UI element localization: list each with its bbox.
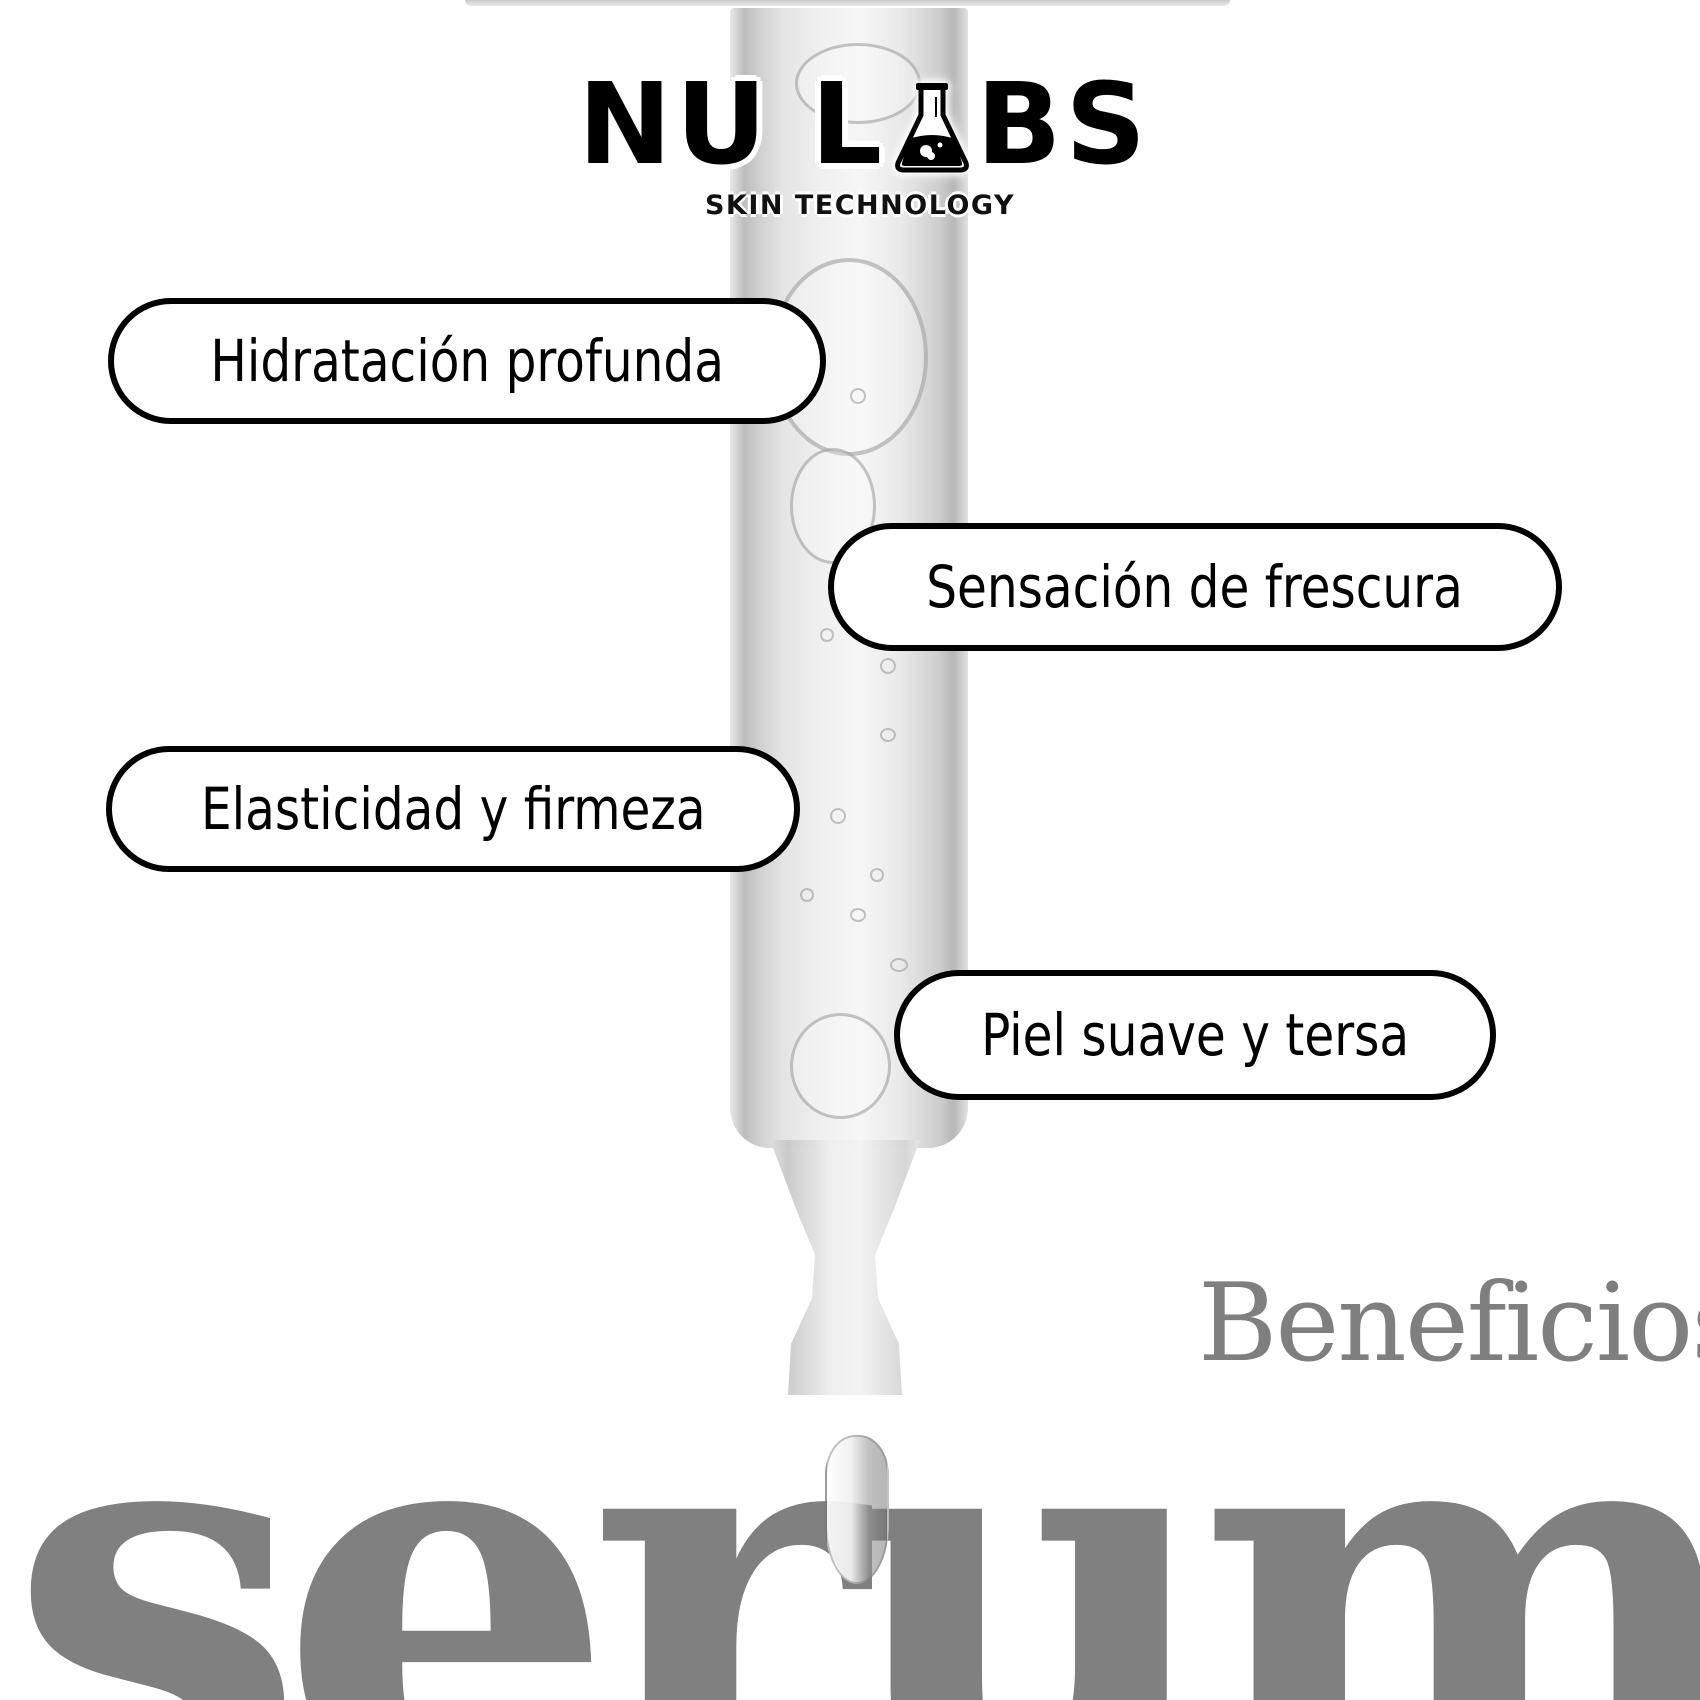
benefit-label: Elasticidad y firmeza — [200, 775, 706, 843]
air-bubble — [790, 1013, 891, 1119]
logo-text-bs: BS — [976, 60, 1151, 190]
benefit-label: Piel suave y tersa — [980, 1001, 1410, 1069]
logo-text-l: L — [810, 60, 887, 190]
micro-bubble — [850, 908, 866, 922]
benefit-pill-freshness: Sensación de frescura — [828, 523, 1562, 651]
erlenmeyer-flask-icon — [895, 83, 969, 173]
dropper-cap-rim — [465, 0, 1230, 6]
micro-bubble — [850, 388, 866, 404]
micro-bubble — [830, 808, 846, 824]
micro-bubble — [820, 628, 834, 642]
benefit-label: Sensación de frescura — [926, 553, 1464, 621]
benefit-pill-hydration: Hidratación profunda — [108, 298, 826, 424]
brand-tagline: SKIN TECHNOLOGY — [704, 190, 1016, 221]
micro-bubble — [870, 868, 884, 882]
benefit-label: Hidratación profunda — [210, 327, 724, 395]
logo-text-nu: NU — [578, 60, 771, 190]
beneficios-subtitle: Beneficios — [1198, 1261, 1700, 1386]
benefit-pill-smooth-skin: Piel suave y tersa — [894, 970, 1496, 1100]
micro-bubble — [880, 728, 896, 742]
brand-logo: NU L BS — [578, 60, 1151, 190]
micro-bubble — [890, 958, 908, 972]
micro-bubble — [800, 888, 814, 902]
benefit-pill-elasticity: Elasticidad y firmeza — [106, 746, 800, 872]
micro-bubble — [880, 658, 896, 674]
